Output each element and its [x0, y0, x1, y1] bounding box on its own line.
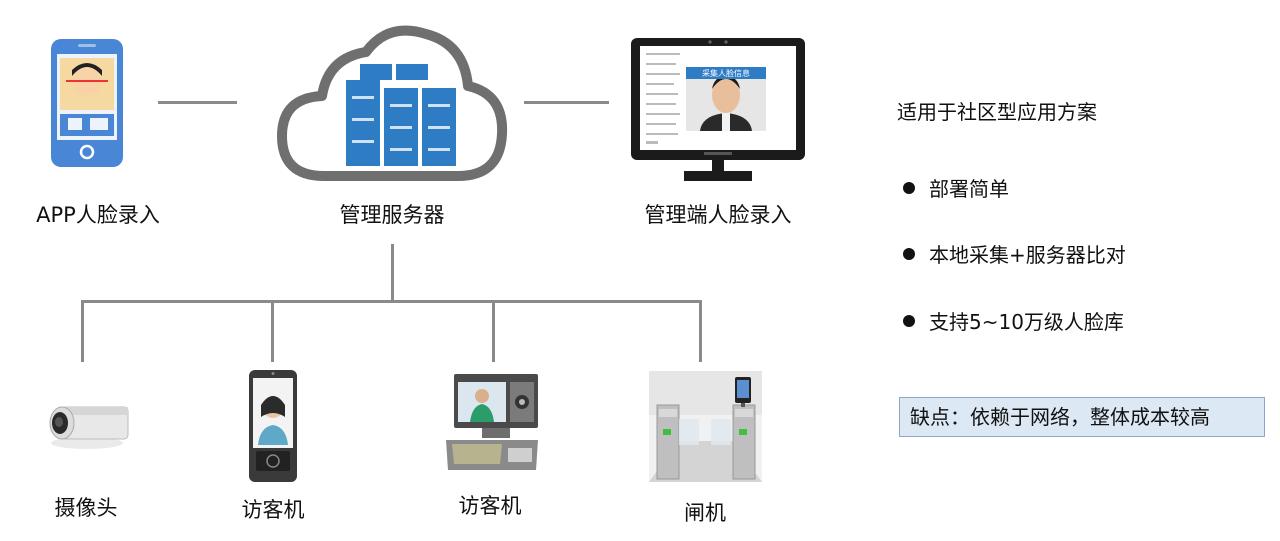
visitor1-label: 访客机	[241, 498, 305, 522]
admin-label: 管理端人脸录入	[644, 203, 792, 227]
drop-visitor1	[271, 300, 274, 362]
feature-text: 支持5~10万级人脸库	[929, 310, 1124, 334]
feature-item: 本地采集+服务器比对	[903, 239, 1126, 268]
feature-text: 本地采集+服务器比对	[929, 243, 1126, 267]
phone-icon	[51, 39, 123, 167]
feature-item: 支持5~10万级人脸库	[903, 306, 1124, 335]
bullet-icon	[903, 314, 915, 327]
drop-camera	[81, 300, 84, 362]
camera-icon	[49, 406, 129, 449]
feature-text: 部署简单	[929, 177, 1009, 201]
bullet-icon	[903, 181, 915, 194]
server-label: 管理服务器	[339, 203, 445, 227]
link-server-admin	[524, 101, 609, 104]
link-server-down	[391, 244, 394, 302]
monitor-banner: 采集人脸信息	[702, 69, 750, 78]
gate-icon	[649, 371, 762, 482]
app-label: APP人脸录入	[36, 203, 160, 227]
visitor2-label: 访客机	[458, 494, 522, 518]
bullet-icon	[903, 247, 915, 260]
face-terminal-icon	[249, 370, 297, 482]
link-app-server	[158, 101, 237, 104]
drop-gate	[699, 300, 702, 362]
device-bus	[81, 300, 702, 303]
info-title: 适用于社区型应用方案	[897, 100, 1097, 124]
gate-label: 闸机	[684, 501, 726, 525]
feature-item: 部署简单	[903, 173, 1009, 202]
visitor-kiosk-icon	[446, 374, 538, 470]
drawback-note: 缺点：依赖于网络，整体成本较高	[899, 397, 1265, 437]
monitor-icon	[631, 38, 805, 181]
camera-label: 摄像头	[54, 496, 118, 520]
drop-visitor2	[492, 300, 495, 362]
cloud-server-icon	[277, 25, 508, 181]
